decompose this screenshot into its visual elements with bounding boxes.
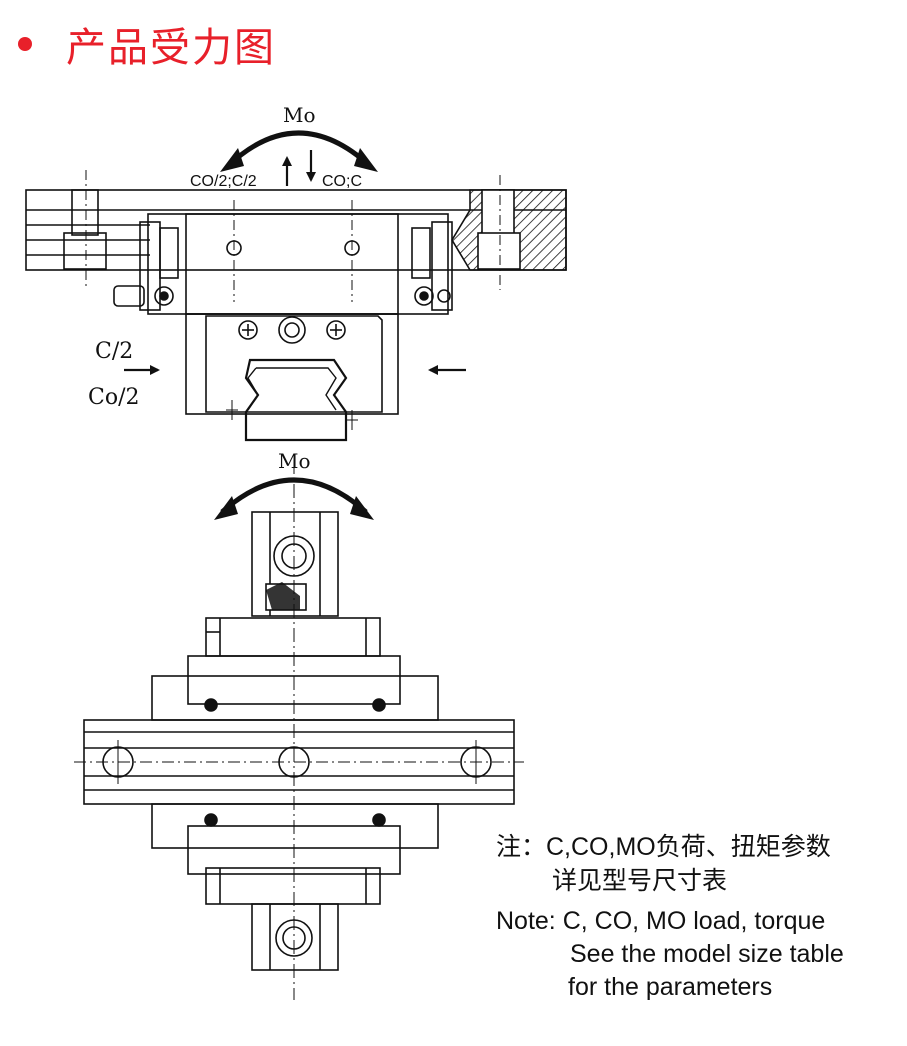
moment-arrowhead-left-bottom bbox=[214, 496, 238, 520]
header: 产品受力图 bbox=[18, 14, 276, 74]
side-load-label-bottom: Co/2 bbox=[88, 385, 140, 410]
load-label-right: CO;C bbox=[322, 173, 362, 190]
moment-arrowhead-right-bottom bbox=[350, 496, 374, 520]
side-load-label-top: C/2 bbox=[95, 339, 133, 364]
bottom-view: Mo bbox=[74, 449, 524, 1000]
end-block-top bbox=[251, 511, 339, 617]
note-en-line2: See the model size table bbox=[570, 940, 844, 968]
note-en-line1: Note: C, CO, MO load, torque bbox=[496, 907, 826, 935]
end-block-bottom bbox=[251, 903, 339, 971]
note-cn-line1: 注：C,CO,MO负荷、扭矩参数 bbox=[496, 833, 831, 861]
page-title: 产品受力图 bbox=[66, 25, 276, 71]
note-cn-line2: 详见型号尺寸表 bbox=[552, 867, 728, 895]
block-body bbox=[185, 313, 399, 415]
moment-arc-top bbox=[226, 130, 372, 168]
left-bolt bbox=[71, 189, 99, 236]
moment-arrowhead-right bbox=[354, 148, 378, 172]
carriage-block bbox=[185, 213, 399, 315]
load-label-left: CO/2;C/2 bbox=[190, 173, 257, 190]
bullet-icon bbox=[18, 37, 32, 51]
top-view: Mo CO/2;C/2 CO;C bbox=[25, 103, 567, 442]
note-en-line3: for the parameters bbox=[568, 973, 773, 1001]
moment-arrowhead-left bbox=[220, 148, 244, 172]
moment-label-top: Mo bbox=[283, 103, 316, 127]
